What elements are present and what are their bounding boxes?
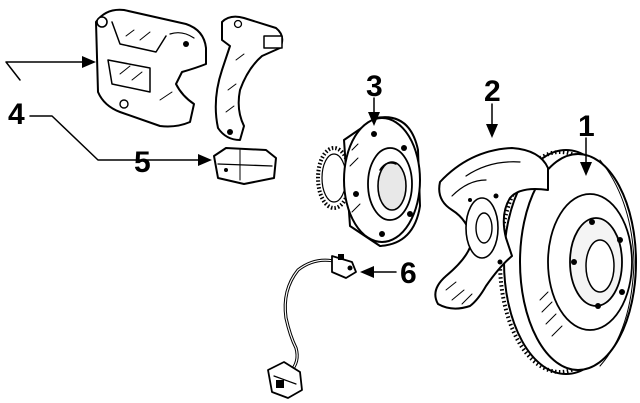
callout-3: 3 bbox=[366, 70, 383, 103]
arrowhead-1 bbox=[580, 162, 592, 176]
arrowhead-6 bbox=[360, 266, 374, 278]
arrowhead-5 bbox=[198, 154, 212, 166]
arrowhead-3 bbox=[368, 112, 380, 126]
callout-labels: 1 2 3 4 5 6 bbox=[8, 70, 595, 290]
callout-1: 1 bbox=[578, 110, 595, 143]
hub-assembly bbox=[316, 116, 421, 247]
brake-caliper bbox=[95, 8, 207, 128]
callout-2: 2 bbox=[484, 75, 501, 108]
arrowhead-4-caliper bbox=[82, 56, 96, 68]
leader-line-4-lower bbox=[29, 115, 201, 161]
callout-4: 4 bbox=[8, 98, 25, 131]
callout-6: 6 bbox=[400, 257, 417, 290]
leader-line-4 bbox=[5, 61, 85, 81]
brake-rotor bbox=[498, 149, 637, 375]
brake-pad bbox=[213, 147, 277, 185]
callout-5: 5 bbox=[134, 146, 151, 179]
abs-wheel-speed-sensor bbox=[267, 254, 357, 399]
caliper-bracket bbox=[214, 15, 284, 141]
leader-lines bbox=[5, 56, 592, 278]
arrowhead-2 bbox=[486, 124, 498, 138]
splash-shield bbox=[434, 147, 549, 310]
